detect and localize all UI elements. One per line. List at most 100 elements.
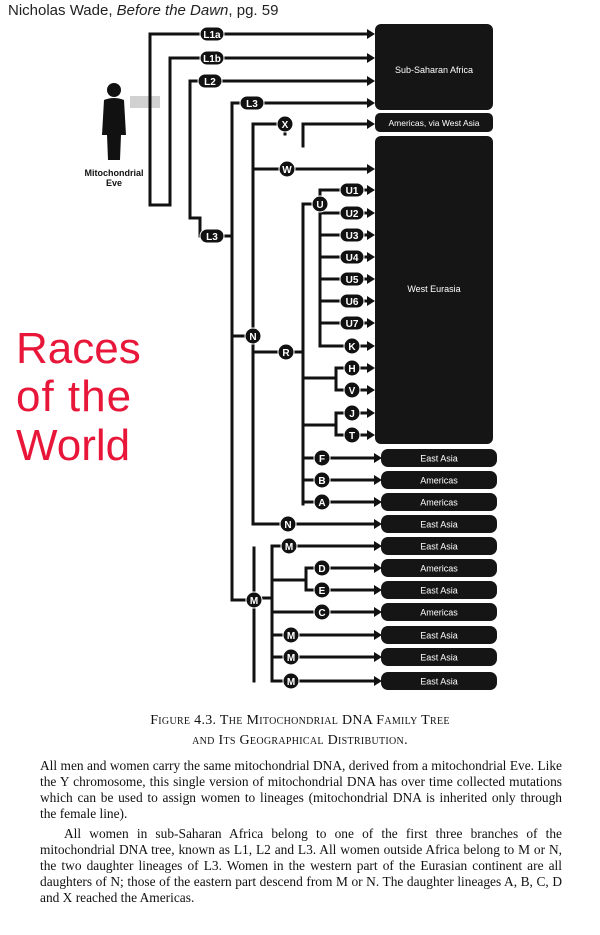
leaf-18-m-node-label: M: [285, 542, 293, 553]
citation-author: Nicholas Wade,: [8, 2, 113, 19]
caption-paragraph-2: All women in sub-Saharan Africa belong t…: [40, 826, 562, 905]
leaf-17-n-node-label: N: [284, 520, 291, 531]
leaf-3-u2-arrow: [367, 208, 375, 218]
leaf-14-f-region-label: East Asia: [420, 454, 458, 464]
leaf-20-e-region-label: East Asia: [420, 586, 458, 596]
leaf-3-u2-node: [339, 205, 365, 221]
leaf-20-e-node: [313, 581, 331, 599]
leaf-21-c-node-label: C: [318, 608, 325, 619]
side-title-line-1: Races: [16, 324, 141, 373]
leaf-17-n-region-box: [381, 515, 497, 533]
leaf-10-h-node: [343, 359, 361, 377]
leaf-21-c-region-box: [381, 603, 497, 621]
leaf-24-m-arrow: [374, 676, 382, 686]
leaf-15-b-node-label: B: [318, 476, 325, 487]
region-label-sub-saharan-africa: Sub-Saharan Africa: [395, 65, 473, 75]
leaf-24-m-node: [282, 672, 300, 690]
arrow-l2: [367, 76, 375, 86]
caption-paragraph-1: All men and women carry the same mitocho…: [40, 758, 562, 821]
leaf-14-f-region-box: [381, 449, 497, 467]
leaf-14-f-arrow: [374, 453, 382, 463]
leaf-19-d-arrow: [374, 563, 382, 573]
region-label-west-eurasia: West Eurasia: [407, 284, 460, 294]
leaf-23-m-node-label: M: [287, 653, 295, 664]
leaf-14-f-node-label: F: [319, 454, 325, 465]
node-n: [244, 327, 262, 345]
leaf-19-d-node: [313, 559, 331, 577]
leaf-23-m-node: [282, 648, 300, 666]
eve-body: [102, 98, 126, 160]
leaf-23-m-arrow: [374, 652, 382, 662]
leaf-8-u7-node-label: U7: [346, 319, 359, 330]
node-n-label: N: [249, 332, 256, 343]
node-u: [311, 195, 329, 213]
leaf-21-c-region-label: Americas: [420, 608, 458, 618]
node-l2: [197, 73, 223, 89]
leaf-8-u7-arrow: [367, 318, 375, 328]
node-l3-top: [239, 95, 265, 111]
arrow-l1a: [367, 29, 375, 39]
leaf-22-m-region-label: East Asia: [420, 631, 458, 641]
leaf-19-d-node-label: D: [318, 564, 325, 575]
leaf-23-m-region-box: [381, 648, 497, 666]
eve-head: [107, 83, 121, 97]
leaf-24-m-region-box: [381, 672, 497, 690]
eve-label-line-1: Mitochondrial: [85, 168, 144, 178]
leaf-5-u4-node: [339, 249, 365, 265]
node-l1a-label: L1a: [203, 30, 221, 41]
node-l3-lower-label: L3: [206, 232, 218, 243]
leaf-17-n-arrow: [374, 519, 382, 529]
leaf-14-f-node: [313, 449, 331, 467]
side-title: Races of the World: [16, 324, 186, 470]
leaf-12-j-node-label: J: [349, 409, 355, 420]
leaf-1-w-arrow: [367, 164, 375, 174]
leaf-20-e-node-label: E: [319, 586, 326, 597]
leaf-24-m-node-label: M: [287, 677, 295, 688]
leaf-7-u6-node-label: U6: [346, 297, 359, 308]
leaf-20-e-region-box: [381, 581, 497, 599]
leaf-10-h-arrow: [367, 363, 375, 373]
leaf-2-u1-node-label: U1: [346, 186, 359, 197]
leaf-21-c-node: [313, 603, 331, 621]
leaf-7-u6-node: [339, 293, 365, 309]
leaf-4-u3-node-label: U3: [346, 231, 359, 242]
leaf-15-b-region-box: [381, 471, 497, 489]
node-l2-label: L2: [204, 77, 216, 88]
leaf-16-a-arrow: [374, 497, 382, 507]
leaf-6-u5-node: [339, 271, 365, 287]
eve-shadow: [130, 96, 160, 108]
citation-page: , pg. 59: [228, 2, 279, 19]
leaf-6-u5-node-label: U5: [346, 275, 359, 286]
leaf-16-a-region-box: [381, 493, 497, 511]
leaf-19-d-region-box: [381, 559, 497, 577]
figure-title-line-1: Figure 4.3. The Mitochondrial DNA Family…: [150, 713, 450, 728]
side-title-line-2: of the: [16, 372, 133, 422]
leaf-5-u4-arrow: [367, 252, 375, 262]
leaf-4-u3-node: [339, 227, 365, 243]
leaf-16-a-node: [313, 493, 331, 511]
node-l1b-label: L1b: [203, 54, 221, 65]
leaf-24-m-region-label: East Asia: [420, 677, 458, 687]
leaf-22-m-node: [282, 626, 300, 644]
leaf-1-w-node: [278, 160, 296, 178]
leaf-2-u1-node: [339, 182, 365, 198]
leaf-0-x-node: [276, 115, 294, 133]
leaf-17-n-region-label: East Asia: [420, 520, 458, 530]
leaf-17-n-node: [279, 515, 297, 533]
node-r: [277, 343, 295, 361]
eve-label-line-2: Eve: [106, 178, 122, 188]
node-l3-top-label: L3: [246, 99, 258, 110]
leaf-18-m-node: [280, 537, 298, 555]
leaf-23-m-region-label: East Asia: [420, 653, 458, 663]
leaf-9-k-arrow: [367, 341, 375, 351]
leaf-2-u1-arrow: [367, 185, 375, 195]
leaf-11-v-node: [343, 381, 361, 399]
citation: Nicholas Wade, Before the Dawn, pg. 59: [8, 2, 278, 19]
leaf-12-j-node: [343, 404, 361, 422]
leaf-4-u3-arrow: [367, 230, 375, 240]
leaf-16-a-node-label: A: [318, 498, 325, 509]
node-r-label: R: [282, 348, 290, 359]
leaf-9-k-node: [343, 337, 361, 355]
side-title-line-3: World: [16, 420, 131, 470]
